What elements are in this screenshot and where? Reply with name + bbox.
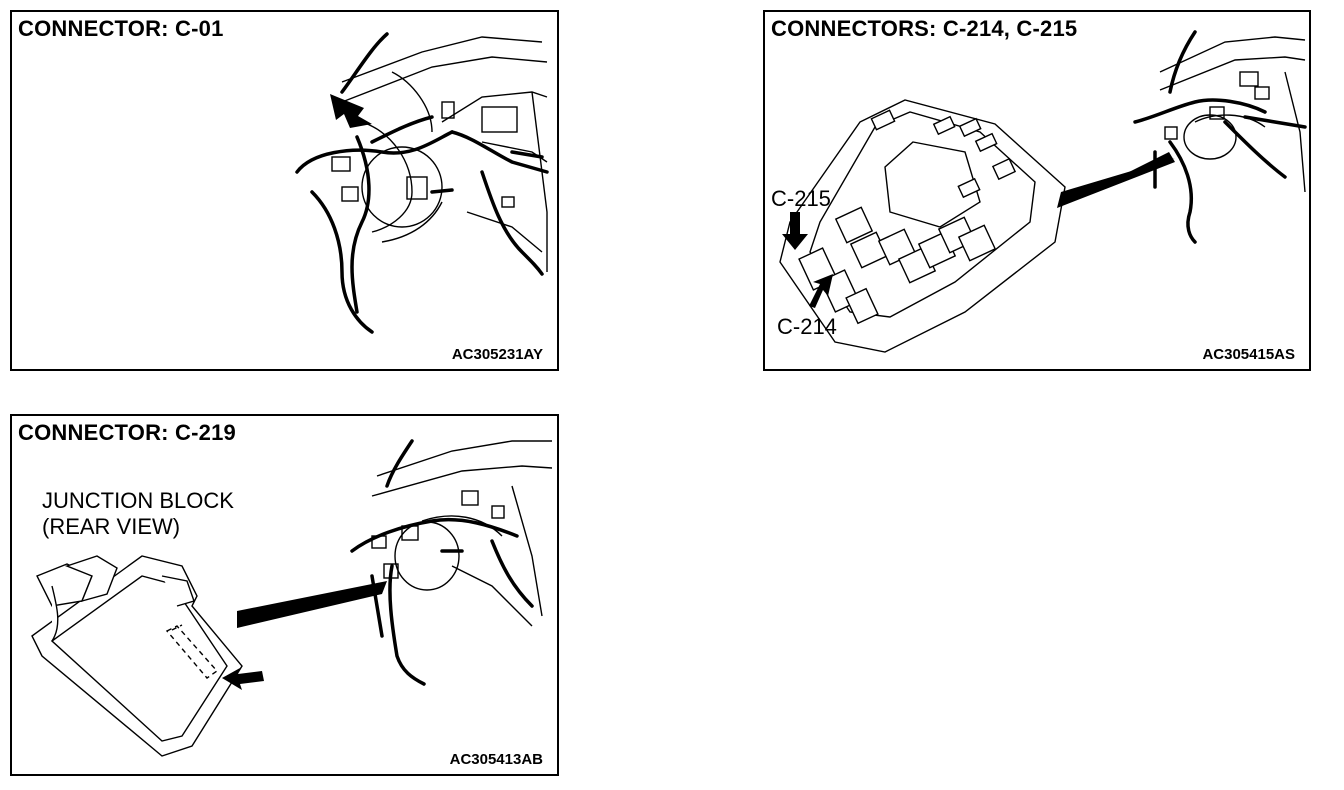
panel-title: CONNECTORS: C-214, C-215 — [771, 16, 1078, 41]
connector-label-c215: C-215 — [771, 186, 831, 211]
callout-line2: (REAR VIEW) — [42, 514, 181, 539]
callout-line1: JUNCTION BLOCK — [42, 488, 234, 513]
pointer-arrow-icon — [330, 94, 372, 128]
junction-block-drawing — [31, 439, 553, 757]
panel-code: AC305415AS — [1202, 346, 1295, 363]
panel-title: CONNECTOR: C-219 — [18, 420, 236, 445]
connector-label-c214: C-214 — [777, 314, 837, 339]
dashboard-harness-drawing — [295, 32, 549, 334]
pointer-arrow-icon — [782, 212, 833, 308]
panel-code: AC305231AY — [451, 346, 543, 363]
panel-connector-c219: CONNECTOR: C-219 JUNCTION BLOCK (REAR VI… — [10, 414, 559, 776]
pointer-arrow-icon — [222, 668, 264, 690]
panel-code: AC305413AB — [449, 751, 543, 768]
panel-connector-c214-c215: CONNECTORS: C-214, C-215 — [763, 10, 1311, 371]
panel-title: CONNECTOR: C-01 — [18, 16, 224, 41]
panel-connector-c01: CONNECTOR: C-01 — [10, 10, 559, 371]
junction-block-drawing — [779, 30, 1307, 353]
